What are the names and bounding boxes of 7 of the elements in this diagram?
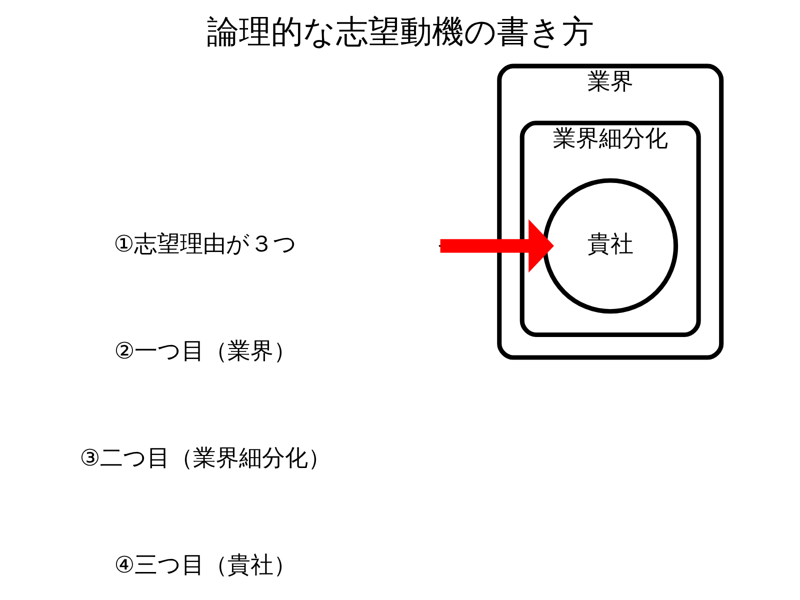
label: ②一つ目（業界） <box>114 338 296 365</box>
diagram-title: 論理的な志望動機の書き方 <box>206 12 594 51</box>
label: ①志望理由が３つ <box>113 232 297 258</box>
label: ④三つ目（貴社） <box>114 552 296 579</box>
arrow <box>440 219 554 273</box>
label: ③二つ目（業界細分化） <box>79 446 331 472</box>
node-circle: 貴社 <box>542 178 678 314</box>
